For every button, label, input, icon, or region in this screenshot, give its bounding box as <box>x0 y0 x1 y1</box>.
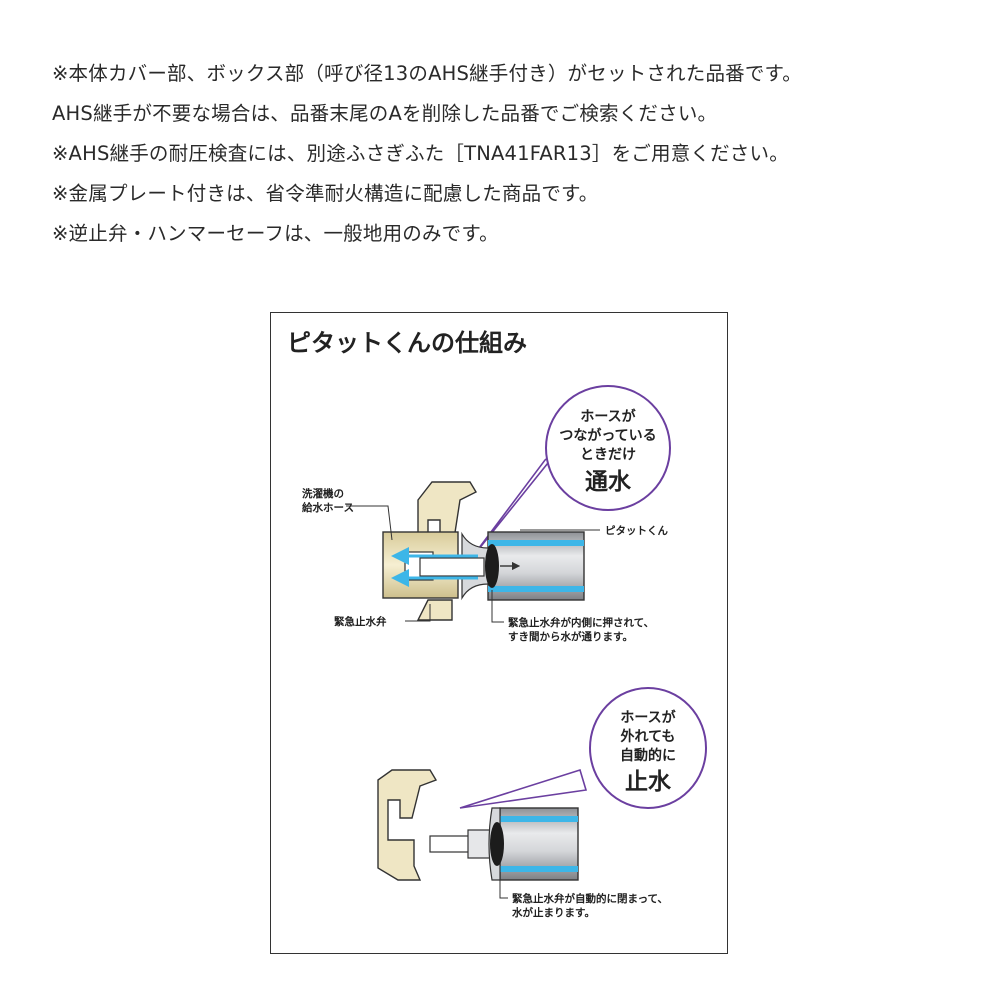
cover-bottom <box>416 599 453 621</box>
disconnected-illustration <box>377 768 588 899</box>
note-line: ※逆止弁・ハンマーセーフは、一般地用のみです。 <box>52 222 499 245</box>
leader-valve <box>405 604 431 622</box>
leader-caption1 <box>491 590 504 623</box>
note-line: ※本体カバー部、ボックス部（呼び径13のAHS継手付き）がセットされた品番です。 <box>52 62 802 85</box>
bubble1-line1: ホースが <box>580 408 636 425</box>
nozzle-disconnected <box>429 835 471 853</box>
bubble2-line3: 自動的に <box>620 747 676 764</box>
label-hose-line1: 洗濯機の <box>302 487 344 500</box>
label-hose-line2: 給水ホース <box>302 501 354 514</box>
bubble2-line1: ホースが <box>620 709 676 726</box>
leader-hose <box>346 505 393 541</box>
bubble1-emphasis: 通水 <box>585 469 632 495</box>
notes: ※本体カバー部、ボックス部（呼び径13のAHS継手付き）がセットされた品番です。… <box>52 54 972 254</box>
nozzle <box>419 557 485 577</box>
emergency-valve-closed <box>490 822 504 866</box>
bubble1-line3: ときだけ <box>580 447 636 463</box>
diagram-title: ピタットくんの仕組み <box>287 329 527 357</box>
emergency-valve <box>485 544 499 588</box>
note-line: ※金属プレート付きは、省令準耐火構造に配慮した商品です。 <box>52 182 599 205</box>
label-valve: 緊急止水弁 <box>334 615 387 628</box>
water-channel <box>488 586 584 592</box>
connected-illustration <box>346 447 600 623</box>
bubble2-emphasis: 止水 <box>625 769 672 795</box>
bubble2-line2: 外れても <box>621 728 676 745</box>
speech-bubble-connected <box>545 385 671 511</box>
diagram-box <box>270 312 728 954</box>
caption2-line2: 水が止まります。 <box>511 906 595 919</box>
water-channel <box>488 540 584 546</box>
note-line: ※AHS継手の耐圧検査には、別途ふさぎふた［TNA41FAR13］をご用意くださ… <box>52 142 789 165</box>
caption1-line1: 緊急止水弁が内側に押されて、 <box>508 616 654 629</box>
bubble2-tail <box>459 768 588 809</box>
label-pitatto: ピタットくん <box>605 525 668 537</box>
note-line: AHS継手が不要な場合は、品番末尾のAを削除した品番でご検索ください。 <box>52 102 718 125</box>
caption2-line1: 緊急止水弁が自動的に閉まって、 <box>512 892 668 905</box>
leader-caption2 <box>499 872 508 899</box>
caption1-line2: すき間から水が通ります。 <box>508 630 633 643</box>
bubble1-line2: つながっている <box>559 427 656 444</box>
water-channel <box>500 866 578 872</box>
speech-bubble-disconnected <box>589 687 707 809</box>
cover-disconnected <box>377 769 438 881</box>
water-channel <box>500 816 578 822</box>
